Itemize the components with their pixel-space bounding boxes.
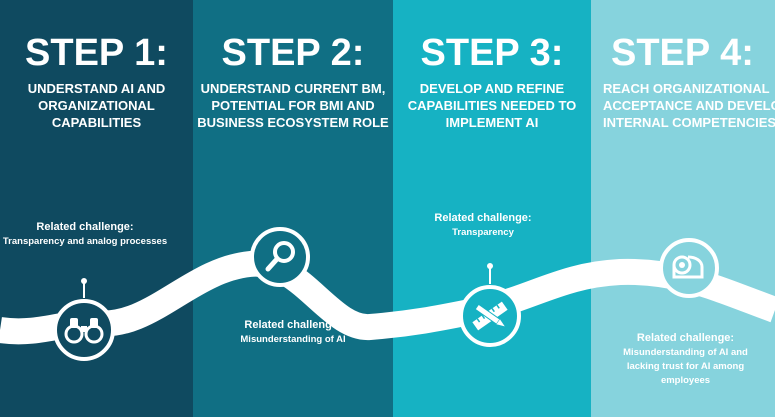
challenge-label: Related challenge: <box>36 221 134 233</box>
magnifier-icon <box>250 227 310 287</box>
step-1-title: STEP 1: <box>25 32 168 74</box>
challenge-label: Related challenge: <box>244 319 342 331</box>
step-4-title: STEP 4: <box>611 32 754 74</box>
desc-line: INTERNAL COMPETENCIES <box>603 115 775 130</box>
desc-line: CAPABILITIES <box>51 115 142 130</box>
step-2-description: UNDERSTAND CURRENT BM, POTENTIAL FOR BMI… <box>193 80 393 131</box>
binoculars-icon <box>53 299 115 361</box>
step-3-panel <box>393 0 591 417</box>
desc-line: ORGANIZATIONAL <box>38 98 155 113</box>
desc-line: DEVELOP AND REFINE <box>419 81 565 96</box>
desc-line: ACCEPTANCE AND DEVELOP <box>603 98 775 113</box>
step-4-description: REACH ORGANIZATIONAL ACCEPTANCE AND DEVE… <box>603 80 775 131</box>
desc-line: POTENTIAL FOR BMI AND <box>211 98 375 113</box>
step-4-panel <box>591 0 775 417</box>
step-3-description: DEVELOP AND REFINE CAPABILITIES NEEDED T… <box>393 80 591 131</box>
challenge-text: Misunderstanding of AI and <box>623 347 748 358</box>
desc-line: REACH ORGANIZATIONAL <box>603 81 770 96</box>
step-3-challenge: Related challenge: Transparency <box>393 211 573 240</box>
ruler-pencil-icon <box>459 285 521 347</box>
step-3-title: STEP 3: <box>420 32 564 74</box>
challenge-label: Related challenge: <box>434 212 532 224</box>
challenge-text: Transparency and analog processes <box>2 236 168 247</box>
step-1-description: UNDERSTAND AI AND ORGANIZATIONAL CAPABIL… <box>0 80 193 131</box>
challenge-label: Related challenge: <box>636 332 735 344</box>
challenge-text: Misunderstanding of AI <box>240 334 346 345</box>
desc-line: UNDERSTAND CURRENT BM, <box>200 81 386 96</box>
step-2-title: STEP 2: <box>221 32 365 74</box>
step-2-challenge: Related challenge: Misunderstanding of A… <box>193 318 393 347</box>
desc-line: IMPLEMENT AI <box>445 115 539 130</box>
challenge-text: lacking trust for AI among <box>626 361 745 372</box>
step-2-panel <box>193 0 393 417</box>
desc-line: UNDERSTAND AI AND <box>27 81 166 96</box>
challenge-text: employees <box>660 375 711 386</box>
scroll-icon <box>659 238 719 298</box>
challenge-text: Transparency <box>452 227 514 238</box>
desc-line: CAPABILITIES NEEDED TO <box>407 98 577 113</box>
step-1-challenge: Related challenge: Transparency and anal… <box>0 220 170 249</box>
step-4-challenge: Related challenge: Misunderstanding of A… <box>596 331 775 388</box>
desc-line: BUSINESS ECOSYSTEM ROLE <box>197 115 389 130</box>
